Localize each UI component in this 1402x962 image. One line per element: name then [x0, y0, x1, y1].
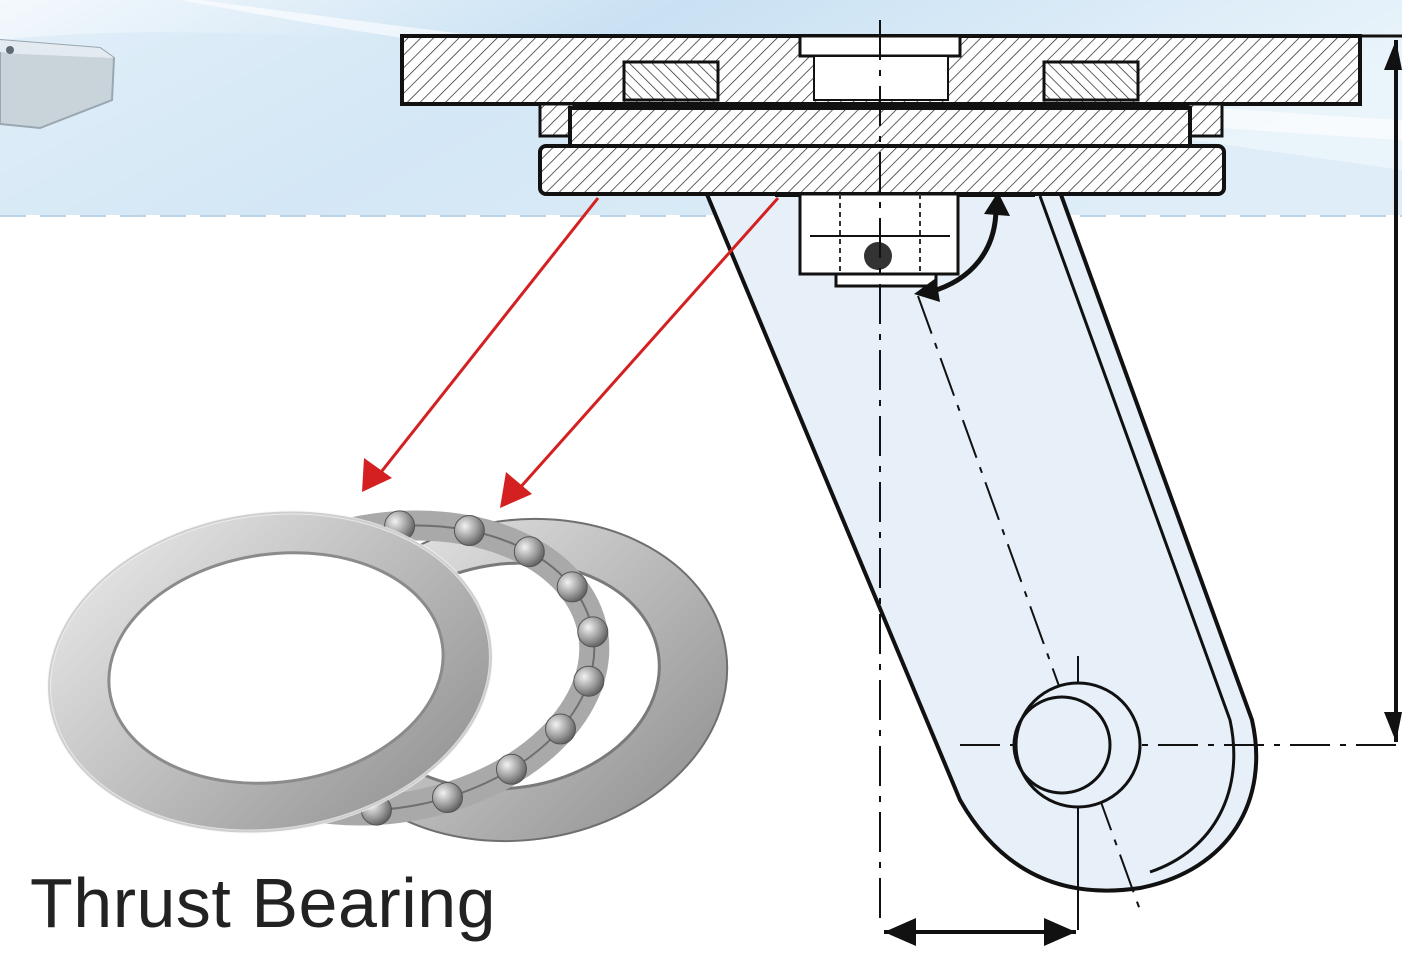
vertical-dimension-arrow-icon	[1360, 34, 1402, 742]
bearing-ball	[453, 515, 485, 546]
curved-rotation-arrow-icon	[914, 192, 1010, 302]
bearing-ball	[432, 782, 463, 813]
bearing-ball	[545, 713, 576, 745]
plate-corner-icon	[0, 38, 116, 130]
swivel-plate-section	[538, 102, 1226, 196]
thrust-bearing-illustration-icon	[47, 510, 729, 843]
caster-arm	[702, 190, 1259, 893]
bearing-ball	[513, 536, 545, 568]
bearing-ball	[556, 571, 588, 603]
bearing-ball	[573, 665, 605, 697]
red-callout-arrows-icon	[362, 197, 780, 508]
caption-thrust-bearing: Thrust Bearing	[30, 864, 497, 942]
horizontal-dimension-arrow-icon	[884, 918, 1076, 946]
bearing-front-washer	[47, 510, 493, 834]
bearing-ball	[577, 616, 609, 648]
axle-bore	[1012, 681, 1142, 809]
bearing-ball	[496, 753, 527, 785]
